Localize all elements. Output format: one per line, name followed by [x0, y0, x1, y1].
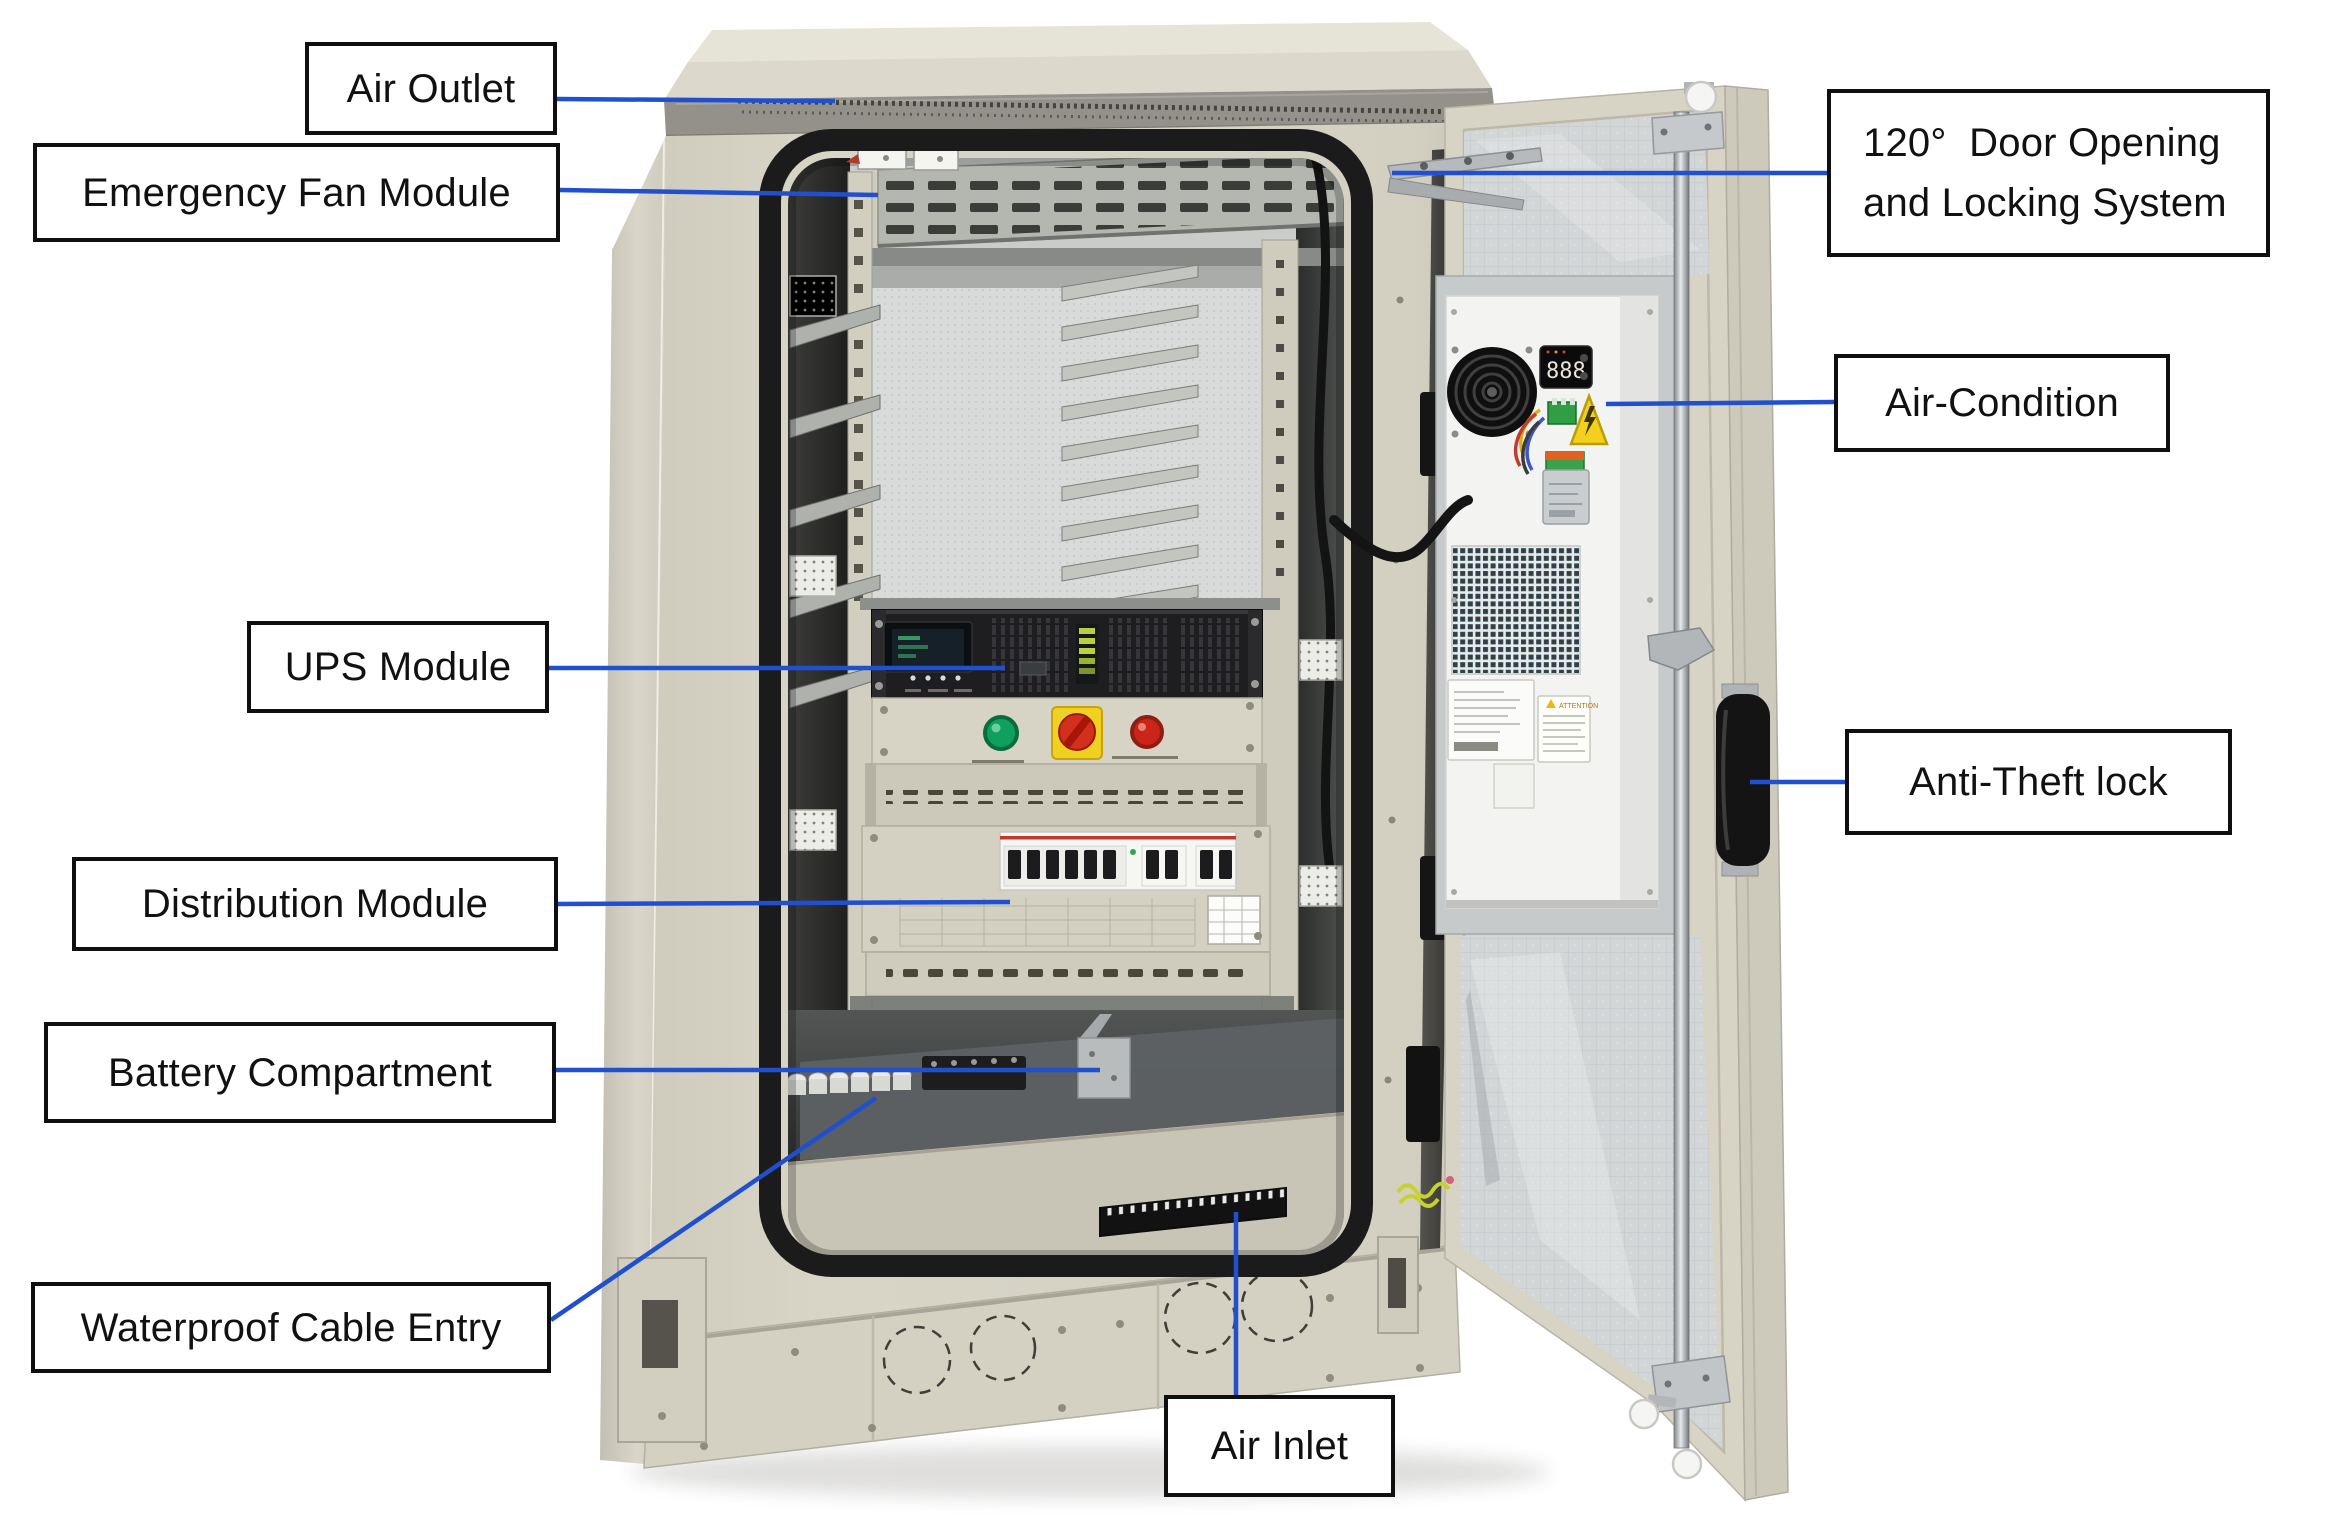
callout-text: Air Inlet — [1210, 1424, 1349, 1468]
ac-vent-grid — [1451, 545, 1581, 675]
callout-text: Air Outlet — [346, 66, 516, 111]
callout-air-condition: Air-Condition — [1834, 354, 2170, 452]
callout-anti-theft-lock: Anti-Theft lock — [1845, 729, 2232, 835]
callout-text: Anti-Theft lock — [1909, 760, 2168, 804]
ac-warning-triangle-icon — [1569, 392, 1609, 446]
vent-blank-panel — [865, 763, 1267, 827]
callout-text: Battery Compartment — [108, 1050, 492, 1095]
attention-text: ATTENTION — [1559, 703, 1598, 710]
waterproof-cable-glands — [788, 1068, 912, 1095]
red-stop-button — [1130, 715, 1164, 749]
air-outlet-grille — [737, 98, 1475, 124]
cabinet-door: 888 — [1329, 80, 1789, 1502]
air-conditioner-unit: 888 — [1435, 275, 1677, 935]
top-connector-blocks — [846, 145, 959, 171]
ups-indicator-column — [1076, 624, 1098, 684]
left-foot-bracket — [617, 1257, 707, 1443]
label-table-sticker — [1207, 895, 1261, 945]
cabinet-roof — [664, 22, 1497, 138]
air-inlet-grille — [1099, 1186, 1287, 1238]
ups-display — [883, 621, 973, 673]
leader-line-emergency-fan-module — [559, 187, 879, 198]
circuit-breakers — [1008, 850, 1232, 879]
ups-captions — [905, 689, 972, 692]
ac-attention-label: ATTENTION — [1537, 695, 1598, 763]
right-foot-bracket — [1377, 1236, 1419, 1334]
terminal-blocks — [922, 1056, 1026, 1090]
ac-spec-sticker — [1542, 469, 1590, 525]
callout-text: and Locking System — [1863, 181, 2227, 225]
callout-text: UPS Module — [284, 645, 512, 689]
control-panel — [871, 697, 1263, 765]
interior-power-cable — [1311, 158, 1336, 875]
callout-battery-compartment: Battery Compartment — [44, 1022, 556, 1123]
callout-emergency-fan-module: Emergency Fan Module — [33, 143, 560, 242]
interior-back-mesh — [872, 266, 1262, 614]
leader-line-air-condition — [1605, 399, 1835, 407]
ac-display-digits: 888 — [1546, 359, 1586, 384]
ac-power-cable — [1329, 495, 1473, 563]
right-shelf-slats — [1061, 264, 1199, 622]
ac-fan-grille — [1447, 346, 1537, 438]
breaker-strip — [999, 831, 1239, 891]
callout-ups-module: UPS Module — [247, 621, 549, 713]
cabinet-interior — [788, 158, 1344, 1258]
anti-theft-lock-handle — [1716, 683, 1770, 877]
ac-small-label — [1493, 763, 1535, 809]
rack-shelf — [860, 598, 1280, 610]
door-hinge-lower — [1406, 1046, 1440, 1142]
callout-distribution-module: Distribution Module — [72, 857, 558, 951]
callout-text: Air-Condition — [1885, 381, 2119, 425]
callout-air-outlet: Air Outlet — [305, 42, 557, 135]
leader-line-distribution-module — [557, 899, 1011, 907]
door-gasket-seal — [759, 129, 1373, 1277]
ac-controller-display: 888 — [1539, 345, 1593, 389]
leader-line-waterproof-cable-entry — [549, 1096, 878, 1322]
lower-vent-panel — [865, 951, 1271, 997]
cable-mount-patches — [789, 275, 1343, 907]
callout-text: Waterproof Cable Entry — [80, 1305, 502, 1350]
bottom-sill — [788, 1112, 1344, 1258]
cabinet-left-side — [600, 136, 666, 1464]
callout-door-opening-system: 120° Door Opening and Locking System — [1827, 89, 2270, 257]
ups-module-unit — [871, 609, 1263, 699]
leader-line-air-outlet — [556, 96, 836, 104]
callout-text: Emergency Fan Module — [82, 170, 511, 215]
callout-text: 120° Door Opening — [1863, 121, 2221, 165]
panel-captions — [972, 756, 1178, 763]
callout-air-inlet: Air Inlet — [1164, 1395, 1395, 1497]
distribution-module-unit — [861, 825, 1271, 953]
ac-info-label — [1447, 679, 1535, 761]
leader-lines — [549, 96, 1845, 1395]
green-start-button — [983, 715, 1019, 751]
ac-wires — [1513, 408, 1546, 475]
emergency-fan-panel — [850, 158, 1344, 336]
rotary-power-switch — [1051, 706, 1103, 760]
callout-text: Distribution Module — [141, 882, 489, 926]
door-rollers — [1628, 80, 1718, 1480]
grounding-wire-coil — [1396, 1176, 1454, 1208]
callout-waterproof-cable-entry: Waterproof Cable Entry — [31, 1282, 551, 1373]
printed-schedule-grid — [899, 898, 1196, 947]
ups-leds — [910, 675, 961, 681]
